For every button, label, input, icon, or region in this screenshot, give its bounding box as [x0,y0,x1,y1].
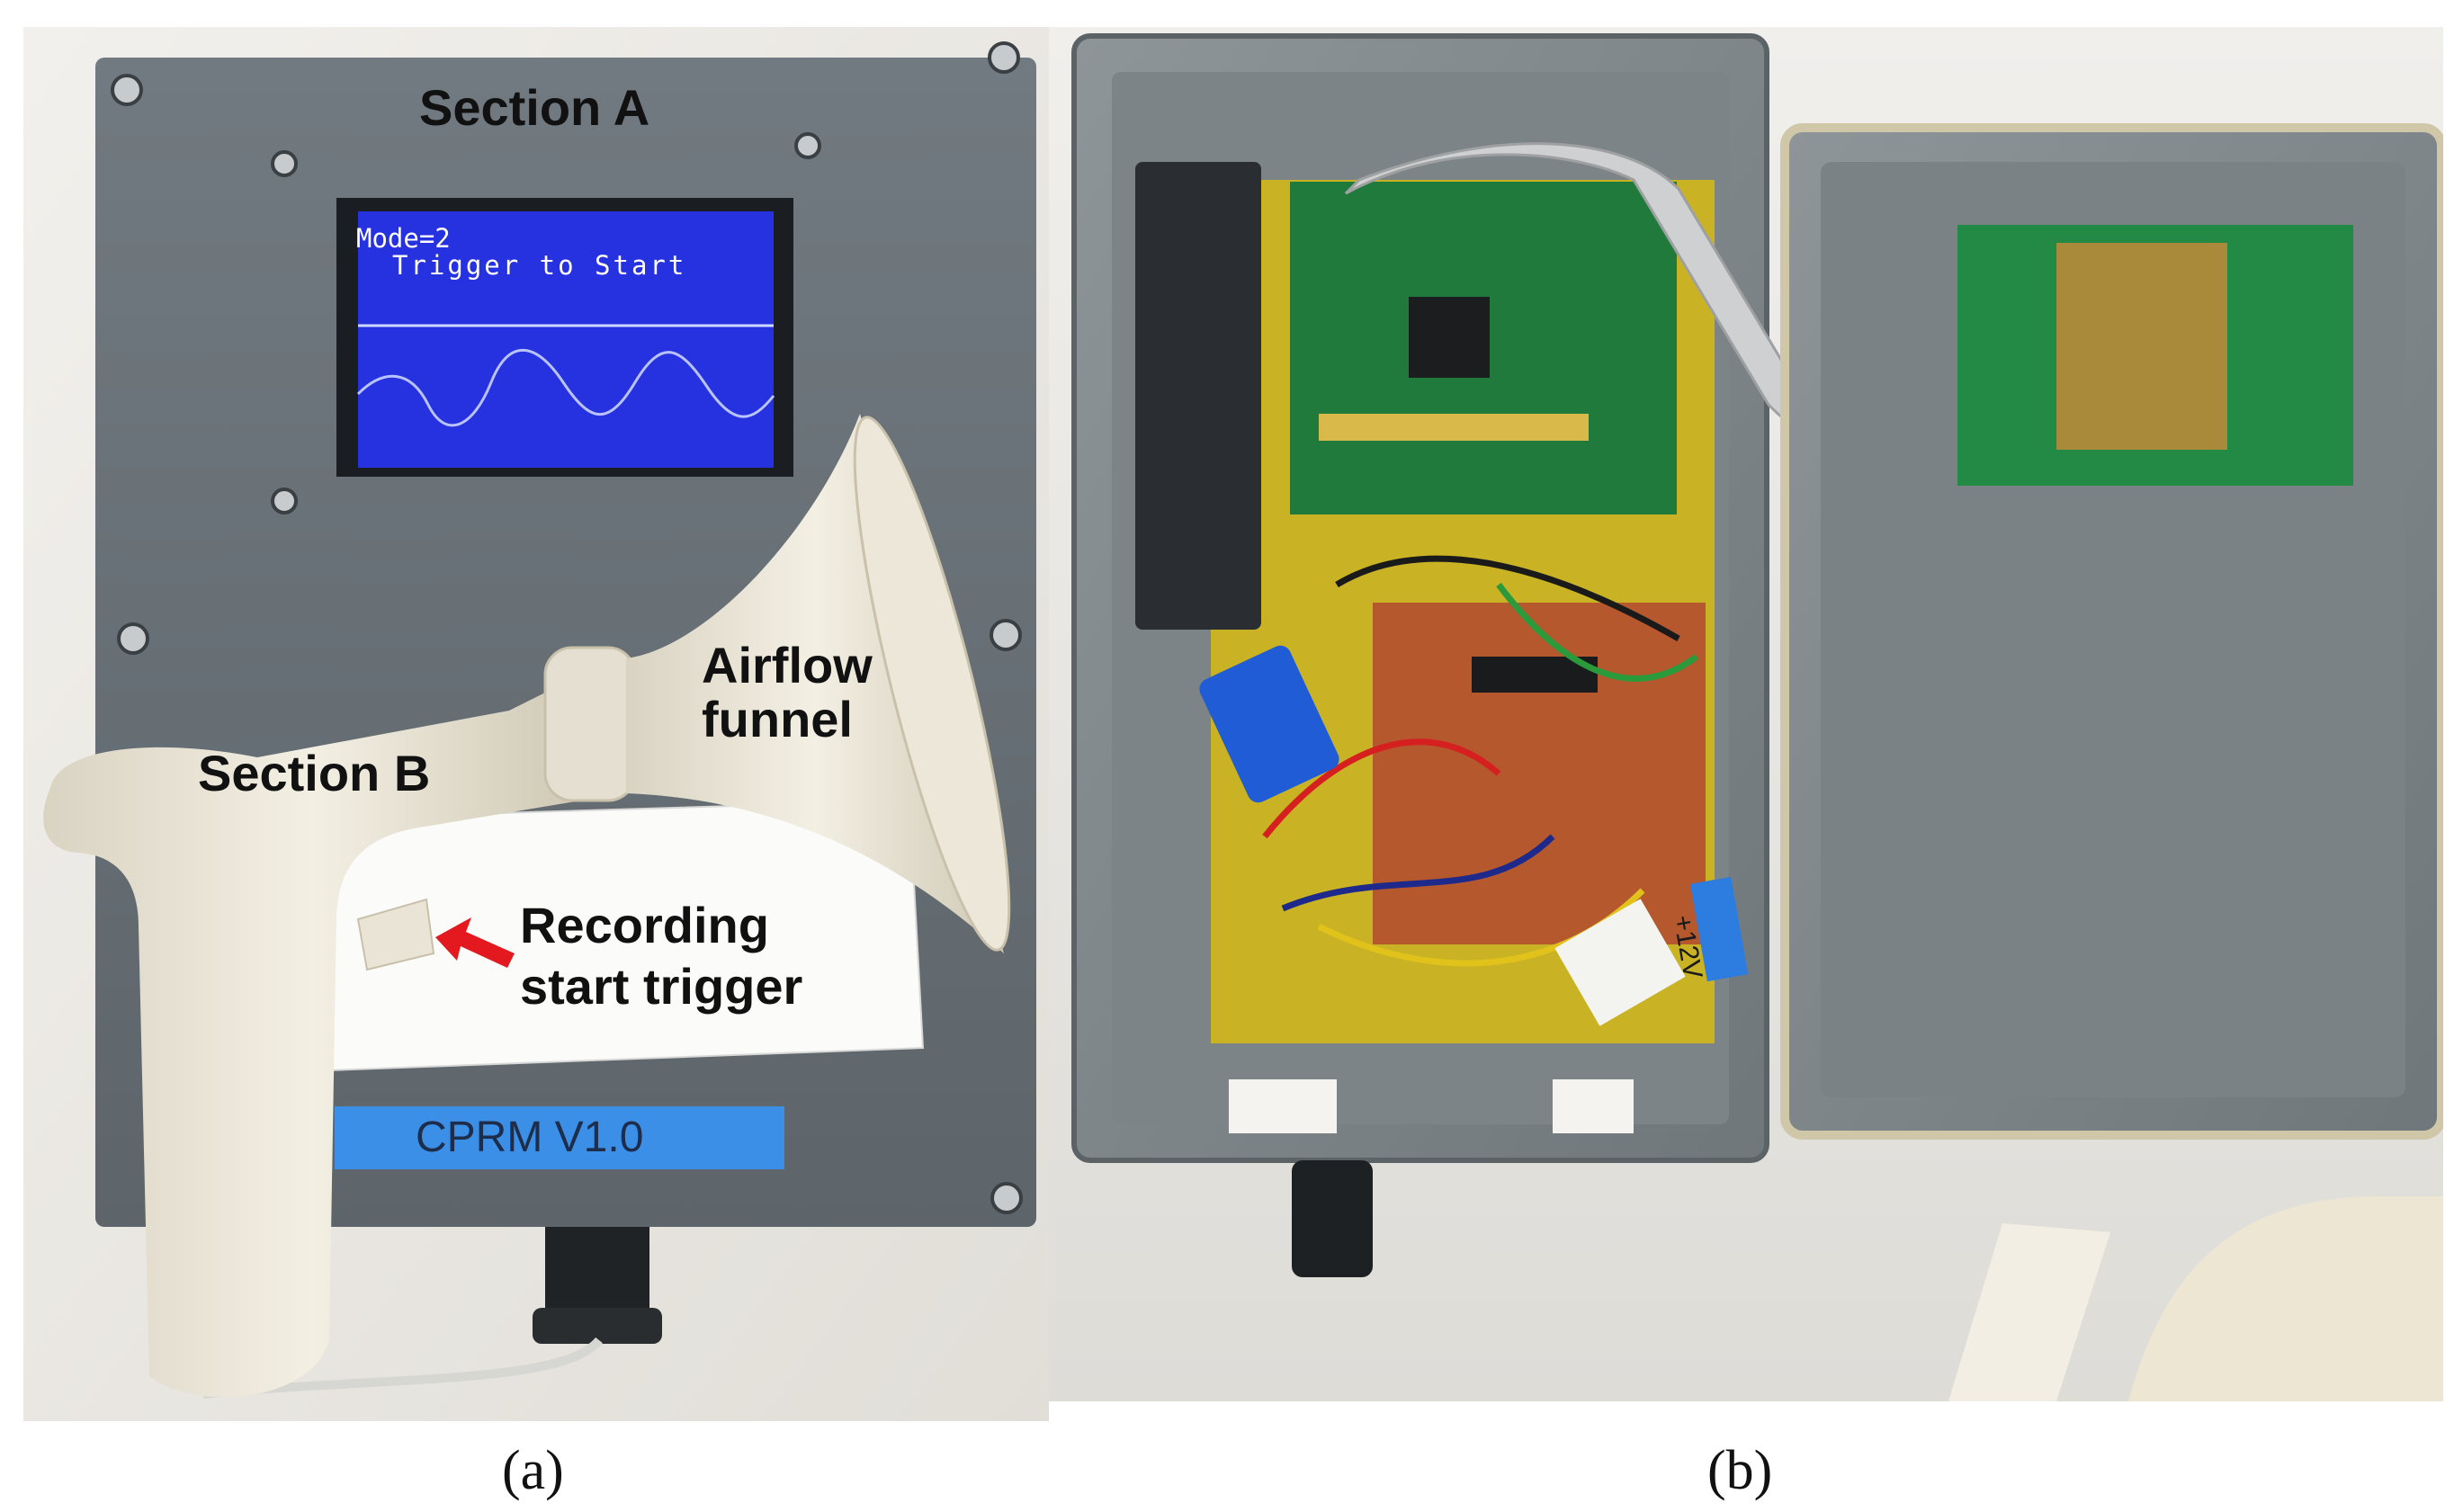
lcd-screen [358,211,774,468]
handle-body [43,675,581,1398]
section-b-label: Section B [198,745,431,801]
recording-trigger-label: Recording start trigger [520,897,803,1015]
battery-pack [1135,162,1261,630]
blue-taped-component [1199,645,1339,803]
section-a-label: Section A [419,79,650,136]
device-front-photo [23,27,1049,1421]
plate-screws [111,41,1023,1214]
funnel-sleeve [543,646,637,802]
caption-panel-b: (b) [1707,1440,1773,1501]
power-connector [1554,899,1686,1026]
device-interior-photo [1049,27,2443,1401]
handle-parts [2128,1196,2443,1401]
photo-panel-b: +12V [1049,27,2443,1401]
lcd-mode-text: Mode=2 [356,223,451,254]
lcd-waveform [356,348,775,427]
photo-panel-a: Section A Mode=2 Trigger to Start Airflo… [23,27,1049,1421]
trigger-button [356,898,435,971]
cable-gland [1292,1160,1373,1277]
airflow-funnel-cone [626,414,1004,953]
prototype-board [1373,603,1706,944]
device-name-tag: CPRM V1.0 [335,1106,784,1169]
caption-panel-a: (a) [502,1440,564,1501]
cable-connector [545,1227,649,1308]
voltage-tag [1689,876,1749,982]
trigger-arrow-icon [435,917,515,968]
lcd-status-text: Trigger to Start [392,250,687,281]
airflow-funnel-label: Airflow funnel [702,637,873,748]
